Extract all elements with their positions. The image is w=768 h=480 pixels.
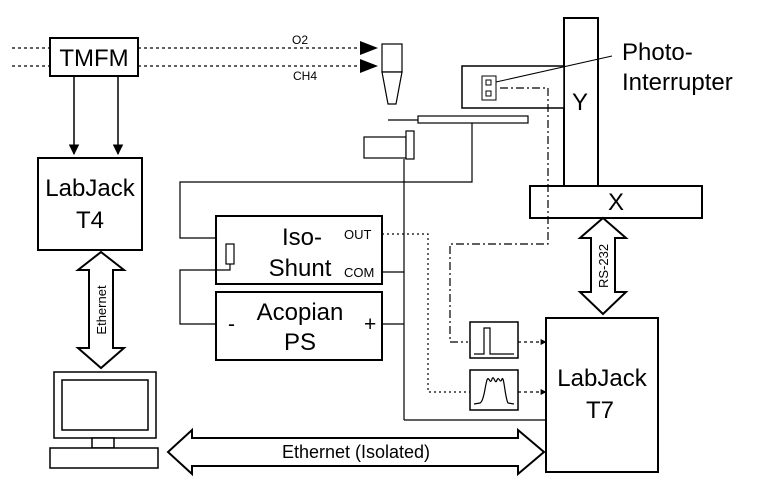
ethernet-isolated-arrow <box>166 427 546 477</box>
ethernet-isolated-label: Ethernet (Isolated) <box>282 442 430 462</box>
common-bus-wires <box>382 159 546 421</box>
pulse-waveform <box>474 327 514 355</box>
iso-shunt-label-2: Shunt <box>269 255 332 282</box>
ethernet-vertical-arrow <box>75 250 127 370</box>
y-axis-label: Y <box>572 89 588 116</box>
ch4-arrow-head <box>360 59 378 73</box>
photo-interrupter-label-2: Interrupter <box>622 69 733 96</box>
burner-nozzle <box>381 43 403 105</box>
photo-interrupter-mount <box>461 65 565 109</box>
rs232-label: RS-232 <box>596 244 611 288</box>
gas-lines <box>12 47 360 67</box>
x-axis-label: X <box>608 189 624 216</box>
photo-interrupter-label-1: Photo- <box>622 39 693 66</box>
o2-arrow-head <box>360 41 378 55</box>
labjack-t4-label-2: T4 <box>76 207 104 234</box>
photo-interrupter-signal <box>449 87 549 343</box>
photo-interrupter-leader <box>495 55 613 83</box>
computer-icon <box>49 371 159 469</box>
tmfm-box <box>49 37 139 77</box>
x-stage <box>529 185 703 219</box>
tmfm-to-t4-arrows <box>68 76 124 156</box>
rs232-arrow <box>577 216 629 316</box>
labjack-t7-label-2: T7 <box>586 397 614 424</box>
sensor-block-lens <box>405 130 415 160</box>
labjack-t4-label-1: LabJack <box>45 175 135 202</box>
shunt-out-signal <box>382 233 470 393</box>
sensor-block <box>363 136 407 159</box>
shunt-resistor <box>225 243 235 265</box>
iso-shunt-label-1: Iso- <box>282 224 322 251</box>
labjack-t4-box <box>37 157 143 251</box>
ch4-label: CH4 <box>293 69 317 83</box>
ethernet-vertical-label: Ethernet <box>94 285 109 335</box>
shunt-to-ps-wire <box>179 264 231 325</box>
probe-rod <box>417 115 529 124</box>
iso-shunt-com-label: COM <box>344 265 374 280</box>
labjack-t7-label-1: LabJack <box>557 365 647 392</box>
o2-label: O2 <box>292 33 308 47</box>
acopian-ps-box <box>215 291 383 361</box>
gaussian-waveform <box>473 377 515 405</box>
acopian-ps-label-2: PS <box>284 329 316 356</box>
iso-shunt-out-label: OUT <box>344 227 372 242</box>
photo-interrupter-sensor <box>481 75 497 101</box>
pulse-waveform-box <box>469 321 519 359</box>
acopian-plus-label: + <box>364 313 376 336</box>
acopian-minus-label: - <box>228 313 235 336</box>
labjack-t7-box <box>545 317 659 473</box>
tmfm-label: TMFM <box>59 45 128 72</box>
acopian-ps-label-1: Acopian <box>257 299 344 326</box>
iso-shunt-box <box>215 215 383 285</box>
